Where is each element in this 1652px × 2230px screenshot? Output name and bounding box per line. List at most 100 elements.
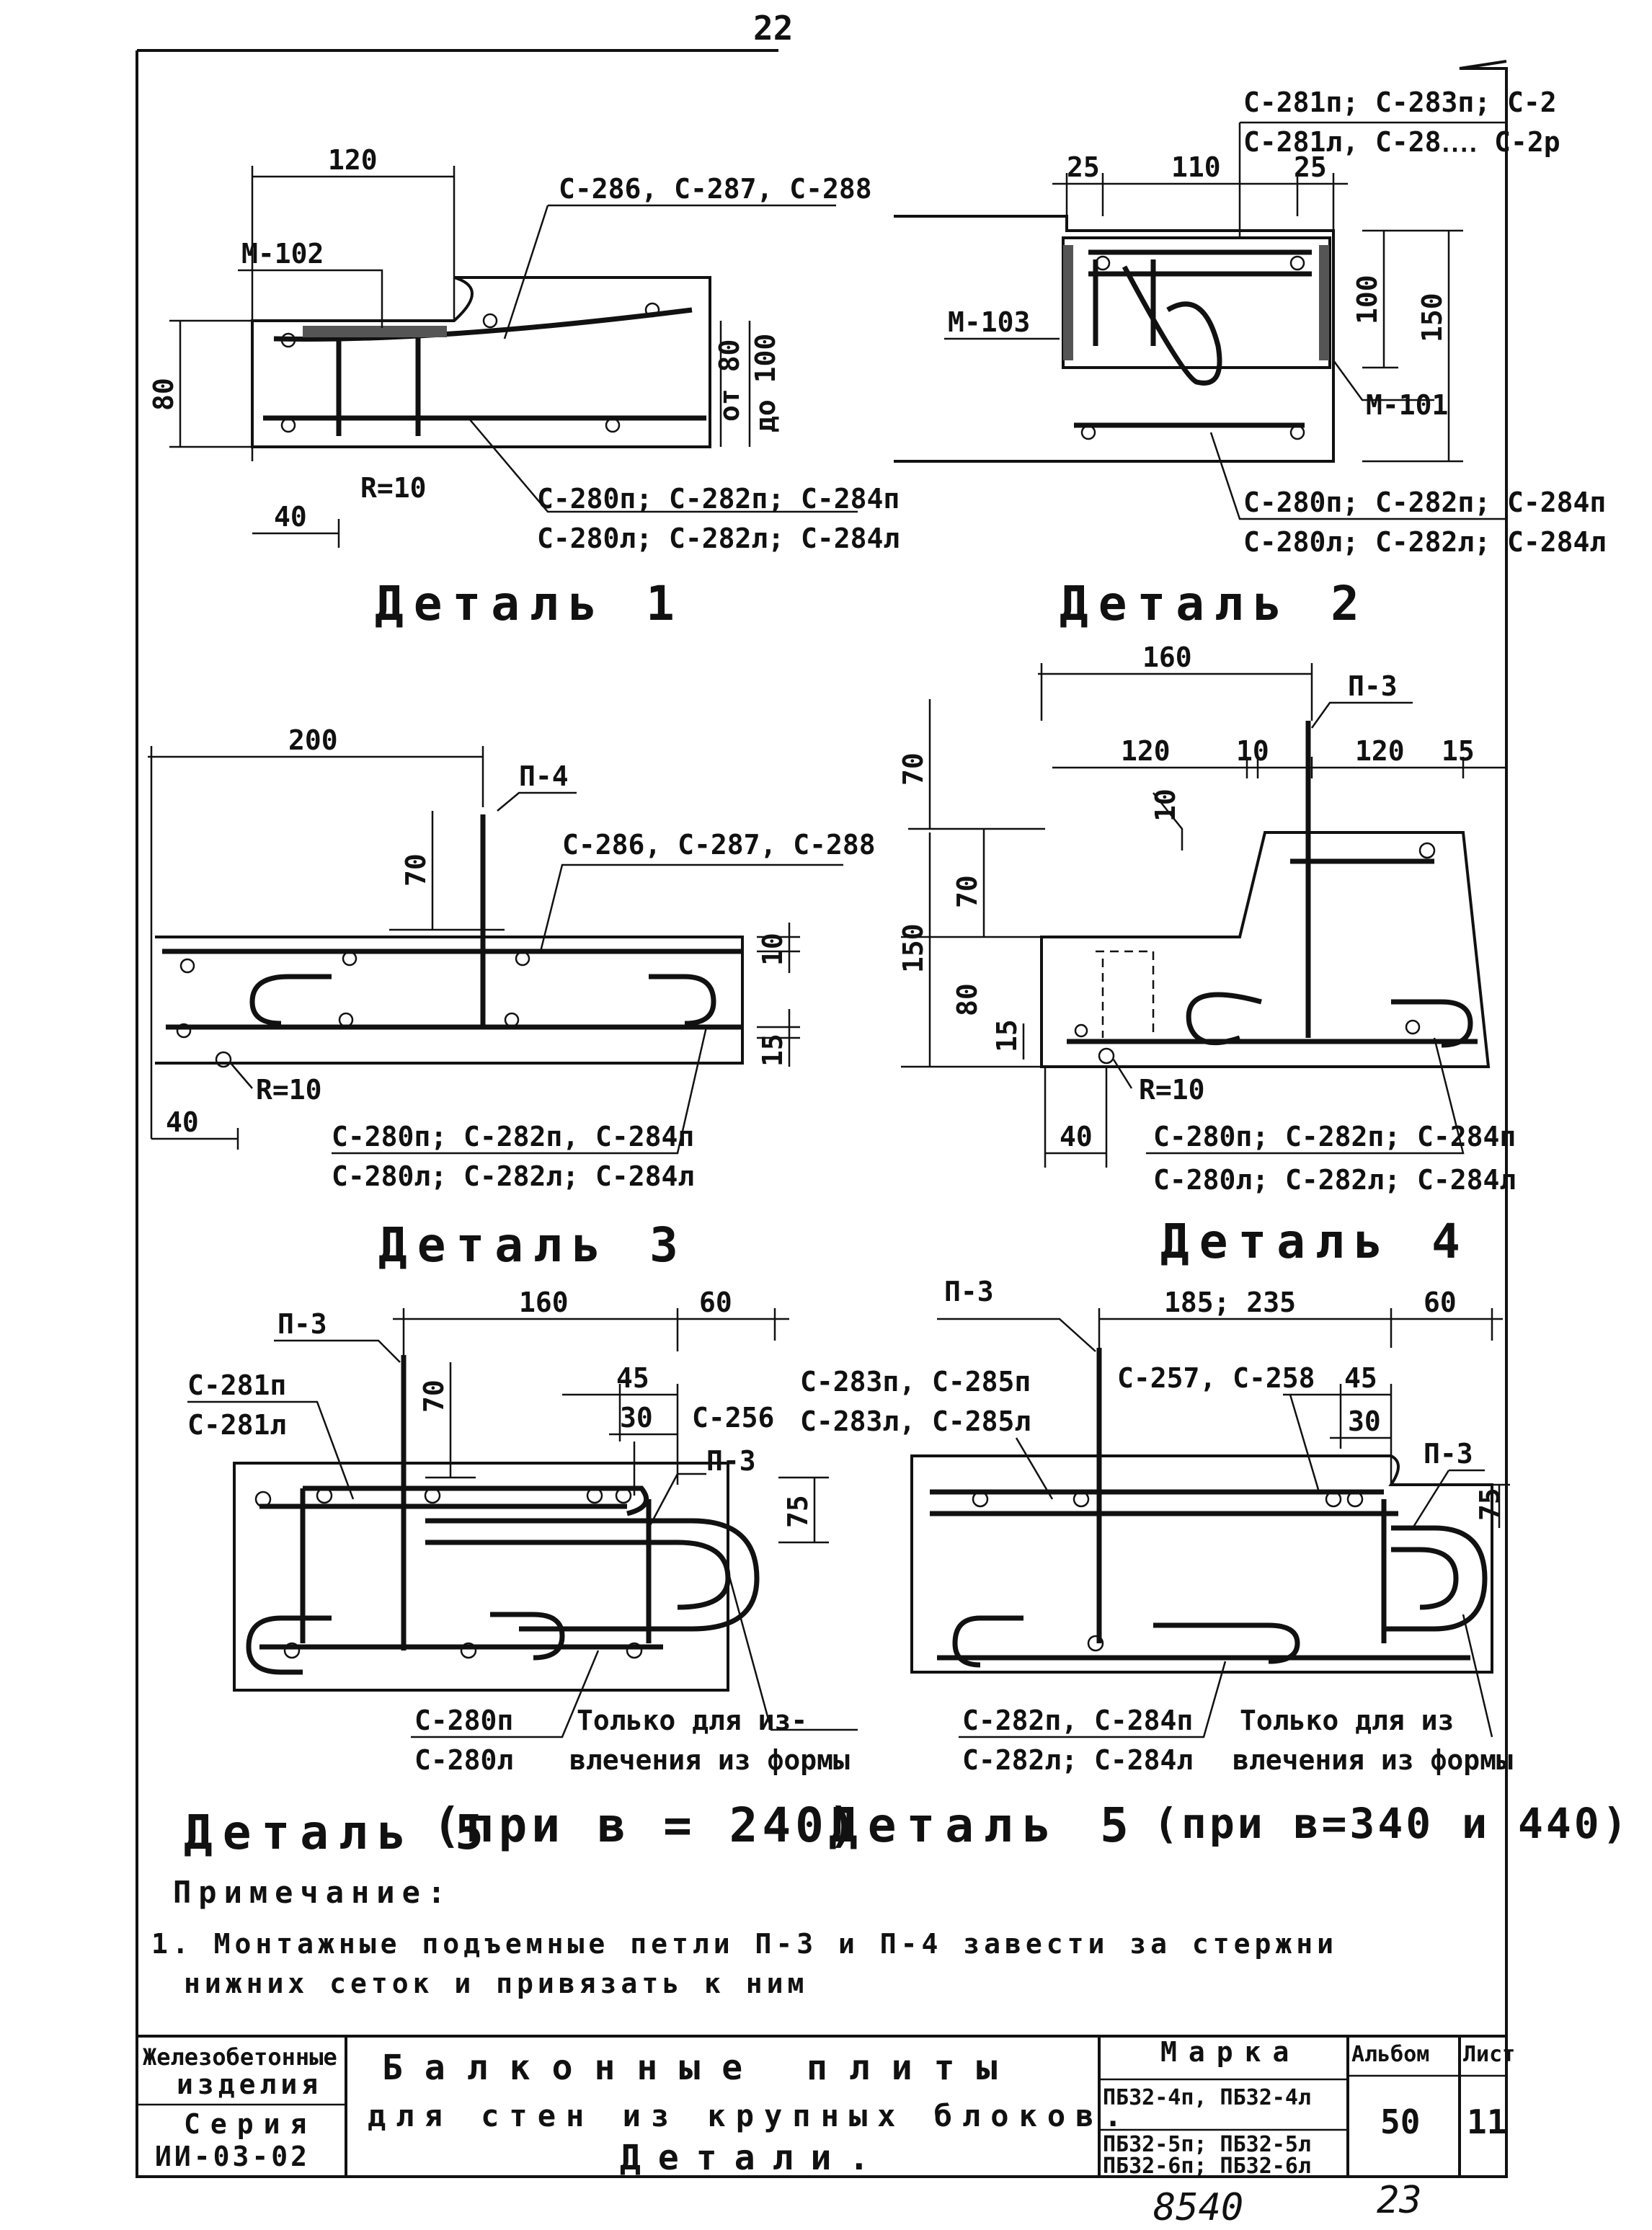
d4-dim: R=10 — [1139, 1074, 1205, 1106]
d5a-hook-left — [246, 1615, 332, 1675]
tb-title-2: для стен из крупных блоков. — [368, 2098, 1132, 2133]
d5b-label: С-282п, С-284п — [962, 1705, 1193, 1736]
d4-dim: 120 — [1355, 735, 1405, 767]
d5a-rebar-dot — [254, 1491, 272, 1508]
d5a-label: Только для из- — [577, 1705, 807, 1736]
tb-mark-3: ПБ32-6п; ПБ32-6л — [1103, 2154, 1311, 2179]
d4-concrete-outline — [1040, 831, 1491, 1068]
d3-rebar-dot — [338, 1012, 354, 1028]
handwritten-number: 23 — [1377, 2179, 1422, 2222]
d5a-label: С-256 — [692, 1402, 774, 1434]
d5b-label: П-3 — [944, 1276, 994, 1307]
d4-dim: 70 — [951, 875, 983, 908]
d3-label: С-280л; С-282л; С-284л — [332, 1160, 694, 1192]
d5a-rebar-dot — [460, 1642, 477, 1659]
d3-dim: 40 — [166, 1106, 199, 1138]
d2-dim: 150 — [1416, 293, 1448, 342]
d5b-rebar-dot — [972, 1491, 989, 1508]
page-number: 22 — [753, 9, 793, 48]
d5b-hook-mid — [1153, 1622, 1300, 1664]
d4-dim: 70 — [897, 752, 929, 786]
d4-leader — [1146, 1037, 1465, 1155]
d2-label: С-280п; С-282п; С-284п — [1243, 487, 1606, 518]
d1-stirrups — [336, 328, 421, 436]
detail-4: 160 120 10 120 15 70 10 70 150 80 15 40 … — [897, 641, 1516, 1269]
d5a-concrete-outline — [233, 1462, 729, 1692]
d4-dim: 160 — [1142, 641, 1192, 673]
d5a-rebar-dot — [283, 1642, 301, 1659]
d1-dim: 120 — [328, 144, 378, 176]
d5b-rebar-dot — [1325, 1491, 1342, 1508]
d3-rebar-dot — [179, 958, 195, 974]
d5b-condition: (при в=340 и 440) — [1153, 1799, 1630, 1848]
d3-leader — [497, 791, 577, 812]
d5a-dim: 45 — [616, 1362, 649, 1394]
d1-dim-top — [251, 166, 456, 461]
d4-dim: 15 — [991, 1019, 1023, 1052]
d4-dim: 10 — [1236, 735, 1269, 767]
d5a-dim: 60 — [699, 1287, 732, 1318]
tb-album-label: Альбом — [1351, 2042, 1429, 2067]
d5a-dim: 75 — [782, 1495, 814, 1528]
d4-dim: 120 — [1121, 735, 1171, 767]
d1-embedded-plate — [303, 326, 447, 337]
d3-leader — [332, 1026, 708, 1155]
d1-dim: R=10 — [360, 472, 427, 504]
d4-dim: 15 — [1442, 735, 1475, 767]
d1-dim: 80 — [148, 378, 179, 411]
d3-dim: 200 — [288, 724, 338, 756]
d5b-leader — [1462, 1614, 1493, 1738]
d3-leader — [539, 863, 843, 952]
tb-mark-label: Марка — [1160, 2036, 1300, 2068]
d5b-rebar-dot — [1073, 1491, 1090, 1508]
d2-rebar-dot — [1080, 425, 1096, 440]
d2-concrete-outline — [894, 215, 1335, 463]
d2-label: С-281л, С-28‥‥ С-2р — [1243, 126, 1560, 158]
d5a-rebar-dot — [626, 1642, 643, 1659]
d4-dim-left — [901, 829, 1045, 1068]
title-block: Железобетонные изделия Серия ИИ-03-02 Ба… — [137, 2035, 1515, 2179]
d5b-leader — [959, 1661, 1227, 1738]
d1-leader — [468, 417, 858, 513]
handwritten-number: 8540 — [1153, 2186, 1243, 2229]
d1-dim-left — [169, 319, 252, 448]
d5a-dim-70 — [425, 1362, 476, 1479]
note-block: Примечание: 1. Монтажные подъемные петли… — [151, 1875, 1333, 1999]
d1-label: С-280л; С-282л; С-284л — [537, 523, 900, 554]
d3-label: П-4 — [519, 760, 569, 792]
d4-dim-10 — [1153, 792, 1184, 850]
d5a-rebar-dot — [615, 1487, 632, 1504]
d5a-rebar-dot — [316, 1487, 333, 1504]
d5a-hook-mid — [490, 1612, 565, 1661]
detail-5b: 185; 235 60 45 30 75 П-3 С-283п, С-285п … — [800, 1276, 1630, 1853]
d3-rebar-dot — [176, 1023, 192, 1039]
d3-rebar-dot — [215, 1051, 232, 1068]
d4-dim: 40 — [1060, 1121, 1093, 1152]
tb-title-1: Балконные плиты — [382, 2048, 1018, 2088]
d3-rebar-dot — [504, 1012, 520, 1028]
d2-plate-m101 — [1319, 245, 1329, 360]
d2-dim: 110 — [1171, 151, 1221, 183]
d3-label: С-286, С-287, С-288 — [562, 829, 876, 861]
d1-dim-bottom — [252, 519, 340, 548]
tb-sheet-label: Лист — [1463, 2042, 1515, 2067]
detail-1: 120 80 от 80 до 100 40 R=10 М-102 С-286,… — [148, 144, 900, 631]
d1-dim: 40 — [274, 501, 307, 533]
d3-hook-right — [649, 974, 716, 1026]
d4-hook-right — [1391, 999, 1473, 1048]
tb-org-1: Железобетонные — [143, 2043, 337, 2071]
tb-series-label: Серия — [184, 2108, 316, 2140]
d5a-verticals — [300, 1488, 652, 1643]
d3-rebar-dot — [515, 951, 530, 967]
tb-sheet-value: 11 — [1467, 2102, 1506, 2141]
d4-rebar-dot — [1098, 1047, 1115, 1065]
d4-rebar-dot — [1405, 1019, 1421, 1035]
d3-caption: Деталь 3 — [378, 1217, 688, 1273]
d5a-leader — [274, 1339, 401, 1363]
tb-mark-2: ПБ32-5п; ПБ32-5л — [1103, 2132, 1311, 2157]
d3-dim: 70 — [400, 853, 432, 887]
d4-dim: 10 — [1150, 789, 1181, 822]
d5a-label: П-3 — [706, 1445, 756, 1477]
d4-dim-row — [1052, 757, 1506, 778]
d4-rebar-dot — [1074, 1023, 1088, 1038]
